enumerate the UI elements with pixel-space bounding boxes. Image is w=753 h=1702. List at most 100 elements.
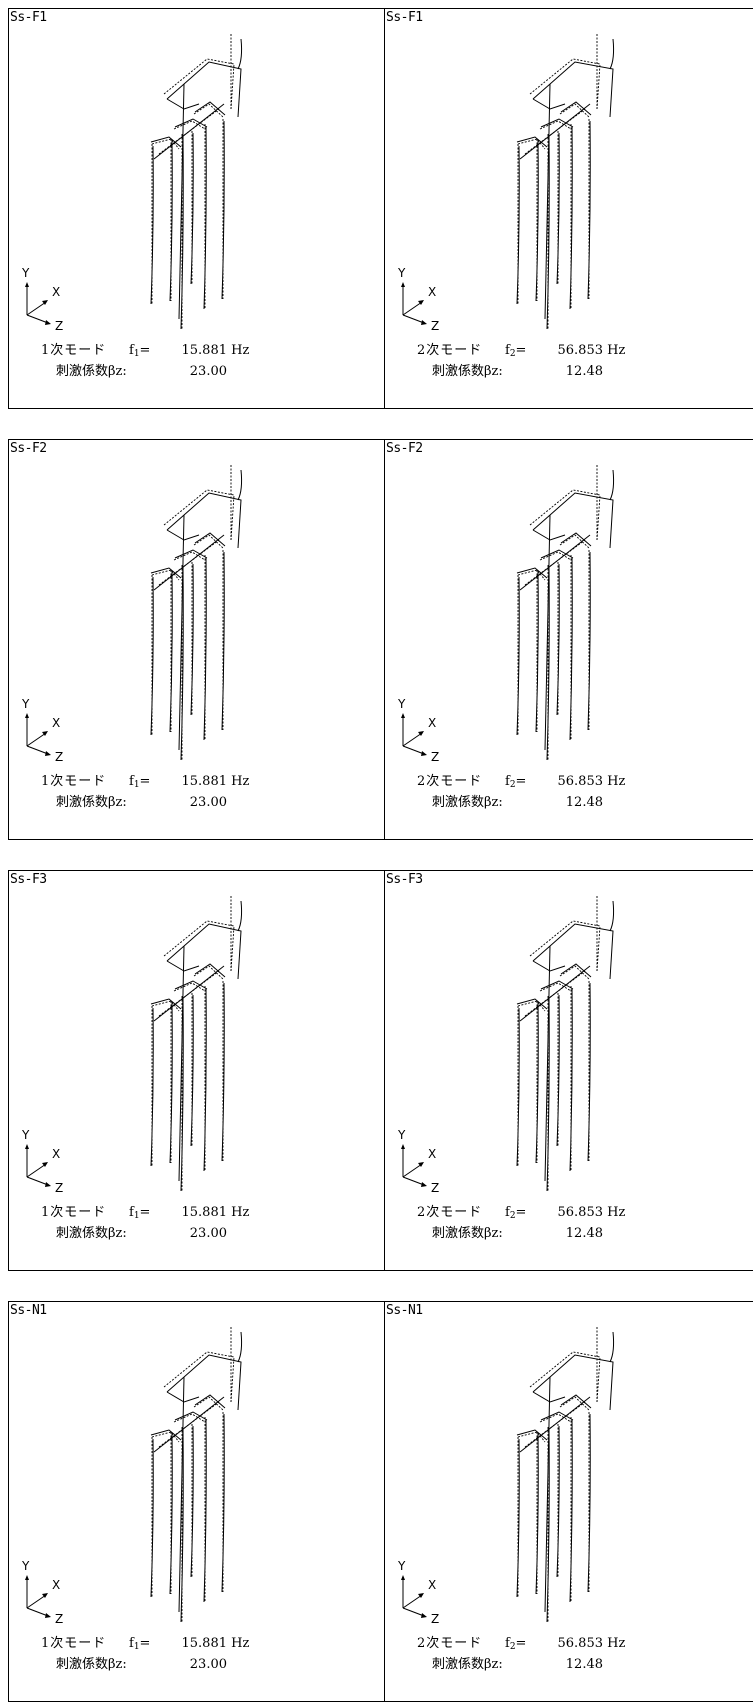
brace-line — [153, 965, 225, 1022]
z-axis-label: Z — [431, 1612, 440, 1626]
upper-frame-deformed-line — [532, 61, 614, 118]
frame-deformed-line — [540, 980, 574, 990]
frequency-symbol: f2= — [505, 1636, 527, 1652]
brace-line — [153, 103, 225, 160]
mode-name: 2次モード — [417, 343, 483, 358]
mode-name: 1次モード — [41, 1636, 107, 1651]
column-deformed-line — [546, 566, 550, 761]
center-column-line — [178, 1376, 185, 1613]
column-deformed-line — [516, 145, 520, 305]
frame-undeformed-line — [151, 1431, 180, 1443]
upper-frame-deformed-line — [166, 61, 242, 118]
participation-factor-line: 刺激係数βz:12.48 — [417, 1656, 625, 1673]
upper-frame-undeformed-line — [529, 920, 601, 972]
frame-undeformed-line — [173, 982, 206, 992]
frame-undeformed-line — [517, 1431, 546, 1443]
column-deformed-line — [221, 1413, 225, 1593]
upper-frame-deformed-line — [532, 1354, 614, 1411]
column-deformed-line — [180, 566, 184, 761]
column-deformed-line — [150, 576, 154, 736]
frame-deformed-line — [540, 549, 574, 559]
mode-shape-drawing — [150, 465, 243, 761]
mast-deformed-line — [609, 1331, 615, 1363]
frequency-unit: Hz — [231, 1636, 250, 1651]
frequency-unit: Hz — [607, 774, 626, 789]
z-axis-label: Z — [55, 1181, 64, 1195]
axes-arrows — [401, 282, 427, 325]
participation-factor-value: 12.48 — [565, 1226, 603, 1241]
panel-label: Ss-N1 — [386, 1303, 423, 1318]
mode-shape-drawing — [516, 1327, 615, 1623]
upper-frame-undeformed-line — [529, 1351, 601, 1403]
frame-deformed-line — [560, 532, 592, 547]
frequency-value: 56.853 — [557, 1636, 604, 1651]
frame-undeformed-line — [151, 569, 180, 581]
frame-deformed-line — [540, 118, 574, 128]
frame-undeformed-line — [559, 534, 590, 549]
brace-line — [524, 108, 586, 155]
brace-line — [524, 970, 586, 1017]
column-deformed-line — [180, 997, 184, 1192]
column-deformed-line — [203, 1418, 207, 1603]
axes-arrows — [401, 1575, 427, 1618]
center-column-line — [544, 514, 551, 751]
center-column-line — [178, 83, 185, 320]
frame-deformed-line — [150, 136, 182, 148]
column-deformed-line — [516, 576, 520, 736]
frequency-symbol: f1= — [129, 1205, 151, 1221]
mast-deformed-line — [237, 38, 243, 70]
upper-frame-deformed-line — [166, 1354, 242, 1411]
column-deformed-line — [546, 135, 550, 330]
column-deformed-line — [556, 1425, 560, 1578]
column-deformed-line — [203, 556, 207, 741]
frame-undeformed-line — [193, 103, 224, 118]
frame-deformed-line — [540, 1411, 574, 1421]
column-deformed-line — [190, 563, 194, 716]
upper-frame-deformed-line — [532, 98, 566, 110]
participation-factor-label: 刺激係数βz: — [432, 1226, 503, 1241]
column-deformed-line — [516, 1438, 520, 1598]
x-axis-label: X — [52, 1147, 61, 1161]
frame-undeformed-line — [539, 120, 572, 130]
y-axis-label: Y — [398, 266, 406, 280]
upper-frame-deformed-line — [532, 1391, 566, 1403]
mode-shape-drawing — [516, 896, 615, 1192]
upper-frame-deformed-line — [166, 923, 242, 980]
mast-deformed-line — [237, 900, 243, 932]
mode-name: 1次モード — [41, 774, 107, 789]
frequency-value: 15.881 — [181, 1636, 228, 1651]
frame-undeformed-line — [173, 551, 206, 561]
upper-frame-undeformed-line — [529, 58, 601, 110]
brace-line — [524, 1401, 586, 1448]
column-deformed-line — [587, 120, 591, 300]
mode-shape-drawing — [150, 896, 243, 1192]
column-deformed-line — [535, 1433, 539, 1595]
column-deformed-line — [587, 982, 591, 1162]
participation-factor-line: 刺激係数βz:23.00 — [41, 794, 249, 811]
column-deformed-line — [587, 1413, 591, 1593]
participation-factor-value: 12.48 — [565, 364, 603, 379]
frequency-symbol: f2= — [505, 1205, 527, 1221]
x-axis-label: X — [52, 1578, 61, 1592]
frame-deformed-line — [560, 1394, 592, 1409]
mast-deformed-line — [609, 900, 615, 932]
participation-factor-label: 刺激係数βz: — [56, 795, 127, 810]
frame-undeformed-line — [517, 569, 546, 581]
participation-factor-line: 刺激係数βz:23.00 — [41, 1656, 249, 1673]
column-deformed-line — [203, 987, 207, 1172]
panel-label: Ss-F3 — [386, 872, 423, 887]
panel-label: Ss-F2 — [10, 441, 47, 456]
frame-deformed-line — [174, 549, 208, 559]
